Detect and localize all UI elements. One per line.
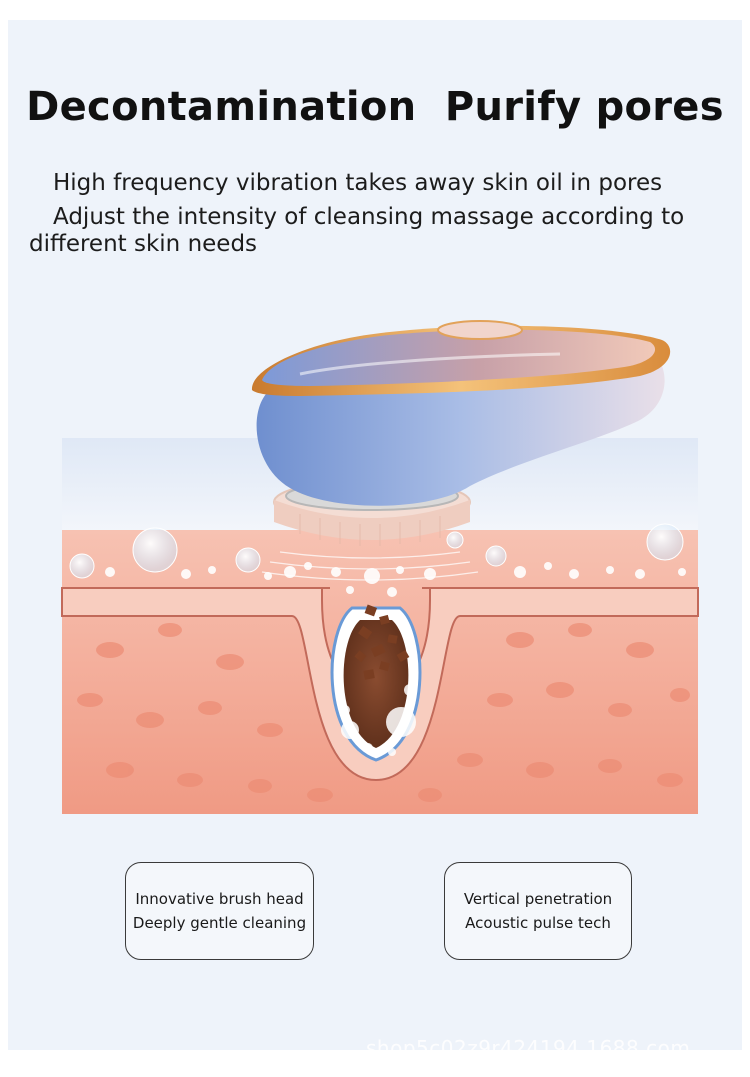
description-line-3: different skin needs [29,231,258,257]
page-title: Decontamination Purify pores [26,84,724,130]
cleansing-illustration [61,320,699,814]
feature-1-line-1: Innovative brush head [135,890,304,908]
description-line-1: High frequency vibration takes away skin… [53,170,663,196]
description: High frequency vibration takes away skin… [29,168,729,260]
watermark: shop5c02z9r424194.1688.com [366,1036,691,1060]
feature-2-line-2: Acoustic pulse tech [465,914,611,932]
feature-2-line-1: Vertical penetration [463,890,613,908]
feature-card-acoustic-pulse: Vertical penetration Acoustic pulse tech [444,862,632,960]
feature-1-line-2: Deeply gentle cleaning [132,914,307,932]
feature-card-brush-head: Innovative brush head Deeply gentle clea… [125,862,314,960]
description-line-2: Adjust the intensity of cleansing massag… [53,204,685,230]
